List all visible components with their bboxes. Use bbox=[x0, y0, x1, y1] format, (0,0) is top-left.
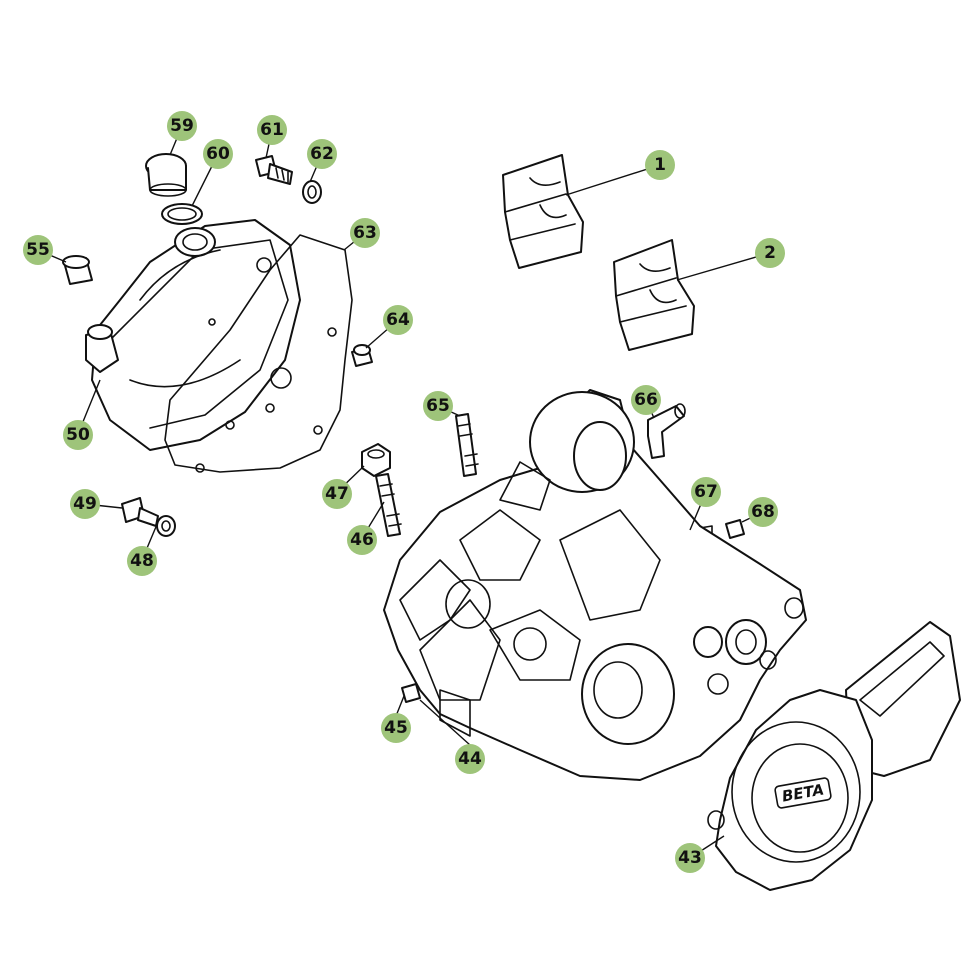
callout-2[interactable]: 2 bbox=[755, 238, 785, 268]
washer-48 bbox=[156, 515, 176, 537]
elbow-fitting-66 bbox=[647, 403, 686, 459]
svg-text:61: 61 bbox=[260, 120, 284, 140]
callout-45[interactable]: 45 bbox=[381, 713, 411, 743]
svg-text:2: 2 bbox=[764, 243, 776, 263]
callout-64[interactable]: 64 bbox=[383, 305, 413, 335]
dowel-45 bbox=[401, 683, 421, 703]
svg-text:64: 64 bbox=[386, 310, 410, 330]
svg-text:66: 66 bbox=[634, 390, 658, 410]
callout-1[interactable]: 1 bbox=[645, 150, 675, 180]
svg-text:1: 1 bbox=[654, 155, 666, 175]
callout-46[interactable]: 46 bbox=[347, 525, 377, 555]
svg-text:59: 59 bbox=[170, 116, 194, 136]
svg-text:46: 46 bbox=[350, 530, 374, 550]
washer-62 bbox=[302, 180, 322, 204]
callout-50[interactable]: 50 bbox=[63, 420, 93, 450]
callout-63[interactable]: 63 bbox=[350, 218, 380, 248]
svg-text:45: 45 bbox=[384, 718, 408, 738]
svg-text:65: 65 bbox=[426, 396, 450, 416]
callout-48[interactable]: 48 bbox=[127, 546, 157, 576]
callout-59[interactable]: 59 bbox=[167, 111, 197, 141]
gasket-63 bbox=[164, 234, 353, 473]
svg-text:60: 60 bbox=[206, 144, 230, 164]
callout-61[interactable]: 61 bbox=[257, 115, 287, 145]
svg-text:44: 44 bbox=[458, 749, 482, 769]
svg-text:55: 55 bbox=[26, 240, 50, 260]
screw-49 bbox=[121, 497, 159, 527]
nut-47 bbox=[361, 443, 391, 477]
crankcase-44 bbox=[383, 389, 807, 781]
callout-65[interactable]: 65 bbox=[423, 391, 453, 421]
bushing-68 bbox=[725, 519, 745, 539]
svg-text:48: 48 bbox=[130, 551, 154, 571]
stud-65 bbox=[455, 413, 479, 477]
callout-60[interactable]: 60 bbox=[203, 139, 233, 169]
svg-text:63: 63 bbox=[353, 223, 377, 243]
svg-text:47: 47 bbox=[325, 484, 349, 504]
svg-text:62: 62 bbox=[310, 144, 334, 164]
oil-filler-plug-59 bbox=[145, 153, 187, 197]
svg-text:67: 67 bbox=[694, 482, 718, 502]
callout-66[interactable]: 66 bbox=[631, 385, 661, 415]
callout-55[interactable]: 55 bbox=[23, 235, 53, 265]
callout-44[interactable]: 44 bbox=[455, 744, 485, 774]
callout-43[interactable]: 43 bbox=[675, 843, 705, 873]
svg-text:50: 50 bbox=[66, 425, 90, 445]
gasket-kit-bag-1 bbox=[502, 154, 584, 269]
callout-49[interactable]: 49 bbox=[70, 489, 100, 519]
callout-62[interactable]: 62 bbox=[307, 139, 337, 169]
o-ring-60 bbox=[161, 203, 203, 225]
svg-text:43: 43 bbox=[678, 848, 702, 868]
gasket-kit-bag-2 bbox=[613, 239, 695, 351]
callout-68[interactable]: 68 bbox=[748, 497, 778, 527]
svg-text:68: 68 bbox=[751, 502, 775, 522]
ignition-cover-43: BETA bbox=[707, 621, 961, 891]
screw-61 bbox=[255, 155, 293, 185]
stud-46 bbox=[375, 473, 402, 537]
bushing-64 bbox=[351, 344, 373, 367]
clutch-cover-50 bbox=[85, 219, 301, 451]
svg-text:49: 49 bbox=[73, 494, 97, 514]
callout-67[interactable]: 67 bbox=[691, 477, 721, 507]
callout-47[interactable]: 47 bbox=[322, 479, 352, 509]
drain-plug-55 bbox=[62, 255, 93, 285]
